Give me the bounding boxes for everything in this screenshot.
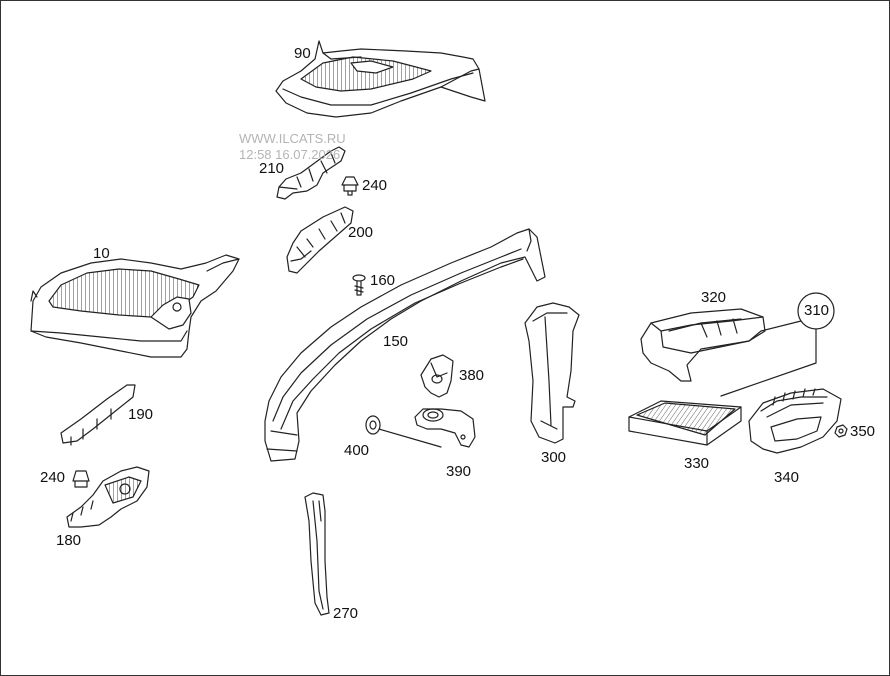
- part-240-clip-lower[interactable]: [72, 470, 90, 488]
- label-part-200[interactable]: 200: [348, 224, 374, 241]
- part-350-nut[interactable]: [834, 424, 848, 438]
- part-340-housing[interactable]: [748, 388, 842, 454]
- part-180-bracket[interactable]: [66, 466, 150, 528]
- part-150-pillar-trim[interactable]: [264, 228, 546, 462]
- label-part-390[interactable]: 390: [446, 463, 472, 480]
- part-300-trim[interactable]: [524, 302, 580, 444]
- label-part-270[interactable]: 270: [333, 605, 359, 622]
- part-330-filter[interactable]: [628, 400, 742, 446]
- watermark-site: WWW.ILCATS.RU: [239, 131, 346, 146]
- part-390-bracket[interactable]: [414, 408, 476, 448]
- label-part-350[interactable]: 350: [850, 423, 876, 440]
- label-part-180[interactable]: 180: [56, 532, 82, 549]
- part-240-clip-upper[interactable]: [341, 176, 359, 196]
- label-part-10[interactable]: 10: [93, 245, 110, 262]
- part-380-bracket[interactable]: [420, 354, 454, 398]
- label-part-150[interactable]: 150: [383, 333, 409, 350]
- label-part-300[interactable]: 300: [541, 449, 567, 466]
- label-part-240-lower[interactable]: 240: [40, 469, 66, 486]
- label-part-380[interactable]: 380: [459, 367, 485, 384]
- label-part-310[interactable]: 310: [804, 302, 830, 319]
- part-90-cover[interactable]: [275, 40, 486, 118]
- label-part-160[interactable]: 160: [370, 272, 396, 289]
- label-part-190[interactable]: 190: [128, 406, 154, 423]
- label-part-90[interactable]: 90: [294, 45, 311, 62]
- label-part-330[interactable]: 330: [684, 455, 710, 472]
- label-part-400[interactable]: 400: [344, 442, 370, 459]
- label-part-210[interactable]: 210: [259, 160, 285, 177]
- part-270-trim[interactable]: [304, 492, 330, 616]
- label-part-320[interactable]: 320: [701, 289, 727, 306]
- watermark-timestamp: 12:58 16.07.2026: [239, 147, 341, 162]
- part-210-bracket[interactable]: [276, 146, 346, 200]
- label-part-240-upper[interactable]: 240: [362, 177, 388, 194]
- part-400-clip[interactable]: [365, 415, 442, 448]
- part-200-bracket[interactable]: [286, 206, 354, 274]
- part-190-strip[interactable]: [60, 384, 136, 446]
- part-320-module[interactable]: [640, 308, 766, 382]
- label-part-340[interactable]: 340: [774, 469, 800, 486]
- part-10-cover[interactable]: [30, 254, 240, 358]
- callout-310: [720, 292, 835, 397]
- part-160-screw[interactable]: [352, 274, 366, 296]
